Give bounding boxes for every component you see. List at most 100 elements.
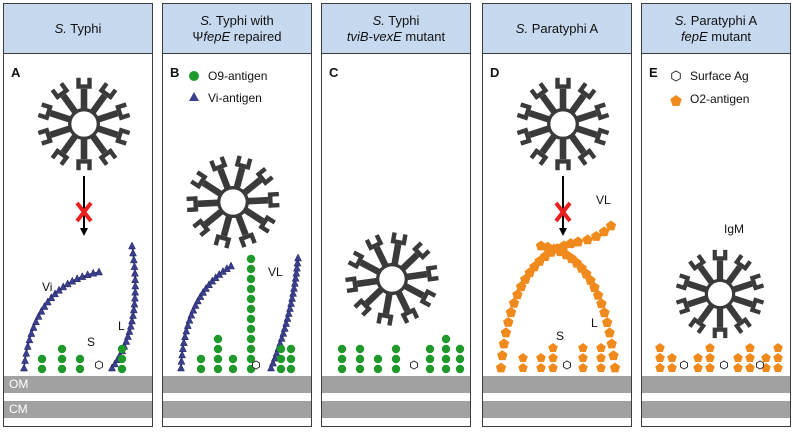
o-antigen-unit (425, 364, 435, 374)
o-antigen-unit (441, 334, 451, 344)
o2-antigen-unit (512, 289, 523, 300)
o2-antigen-unit (500, 327, 512, 338)
igm-stem (569, 93, 587, 114)
igm-fab (345, 276, 359, 294)
vi-antigen-unit (126, 321, 135, 330)
o-antigen-unit (391, 364, 401, 374)
o2-antigen-unit (591, 231, 602, 241)
vi-antigen-unit (27, 328, 36, 337)
arrow-down-icon (80, 228, 88, 236)
igm-stem (382, 293, 393, 315)
o-antigen-unit (246, 324, 256, 334)
o2-antigen-unit (705, 353, 715, 362)
vi-antigen-unit (129, 310, 137, 319)
igm-fab (594, 127, 610, 146)
o2-antigen-unit (693, 353, 703, 362)
igm-fab (267, 191, 280, 208)
igm-stem (201, 180, 222, 197)
igm-stem (244, 207, 265, 224)
igm-arm (50, 82, 78, 114)
igm-fab (577, 147, 597, 166)
igm-arm (244, 207, 276, 234)
igm-stem (220, 216, 233, 237)
o2-antigen-unit (497, 350, 508, 361)
igm-fab (37, 127, 53, 146)
igm-arm (569, 134, 597, 166)
vi-antigen-unit (293, 263, 301, 272)
o-antigen-unit (117, 364, 127, 374)
igm-arm (233, 155, 253, 188)
o-antigen-unit (373, 354, 383, 364)
o2-antigen-unit (498, 338, 510, 349)
igm-fab (76, 77, 92, 89)
o2-antigen-unit (578, 353, 588, 362)
igm-arm (190, 170, 222, 197)
legend-o9-icon (189, 71, 199, 81)
o-antigen-unit (246, 314, 256, 324)
igm-fab (419, 288, 437, 308)
igm-stem (235, 215, 249, 237)
igm-arm (345, 276, 378, 294)
vi-antigen-unit (178, 350, 186, 359)
igm-arm (529, 134, 557, 166)
igm-fab (688, 254, 707, 272)
o2-antigen-unit (578, 363, 588, 372)
igm-stem (726, 304, 743, 324)
o2-antigen-unit (596, 353, 606, 362)
outer-membrane (642, 376, 790, 393)
surface-antigen-icon (95, 360, 103, 370)
vi-antigen-unit (73, 274, 82, 282)
o-antigen-unit (57, 364, 67, 374)
o2-antigen-unit (548, 353, 558, 362)
igm-stem (400, 252, 420, 271)
igm-stem (359, 259, 380, 275)
o2-antigen-unit (548, 343, 558, 352)
igm-arm (555, 77, 571, 109)
short-chain-label: S (556, 329, 565, 343)
vi-antigen-unit (40, 301, 49, 310)
igm-stem (726, 264, 743, 284)
igm-stem (697, 304, 714, 324)
igm-arm (555, 139, 571, 171)
o-antigen-unit (441, 344, 451, 354)
legend-vi: Vi-antigen (208, 91, 262, 105)
igm-fab (594, 102, 610, 121)
vi-antigen-unit (277, 333, 286, 342)
igm-fab (376, 312, 394, 326)
igm-fab (712, 327, 728, 339)
o2-antigen-unit (609, 362, 621, 373)
igm-arm (213, 216, 233, 249)
igm-arm (529, 82, 557, 114)
igm-arm (675, 273, 707, 293)
igm-fab (749, 273, 765, 291)
vi-antigen-unit (290, 283, 298, 292)
o2-antigen-unit (495, 362, 507, 373)
igm-arm (400, 241, 431, 271)
vi-antigen-unit (291, 273, 300, 282)
vi-antigen-unit (288, 293, 297, 302)
o2-antigen-unit (773, 343, 783, 352)
panel-d-illustration (495, 77, 621, 373)
igm-fab (50, 147, 70, 166)
cytoplasmic-membrane (642, 401, 790, 418)
panel-header: S. Paratyphi A (483, 4, 631, 54)
igm-fab (390, 232, 408, 246)
igm-pentamer-icon (516, 77, 610, 171)
igm-stem (733, 295, 753, 308)
igm-stem (242, 177, 263, 195)
o-antigen-unit (117, 354, 127, 364)
igm-arm (242, 166, 274, 195)
vi-antigen-unit (292, 268, 301, 277)
legend-vi-icon (189, 92, 199, 101)
panel-title-line1: S. Typhi (372, 12, 420, 28)
igm-arm (90, 134, 118, 166)
o-antigen-unit (441, 354, 451, 364)
vi-antigen-unit (183, 321, 192, 329)
o-antigen-unit (425, 354, 435, 364)
igm-stem (569, 134, 587, 155)
o2-antigen-unit (745, 343, 755, 352)
o2-antigen-unit (667, 353, 677, 362)
igm-stem (97, 109, 119, 123)
igm-stem (716, 308, 724, 328)
o-antigen-unit (75, 354, 85, 364)
